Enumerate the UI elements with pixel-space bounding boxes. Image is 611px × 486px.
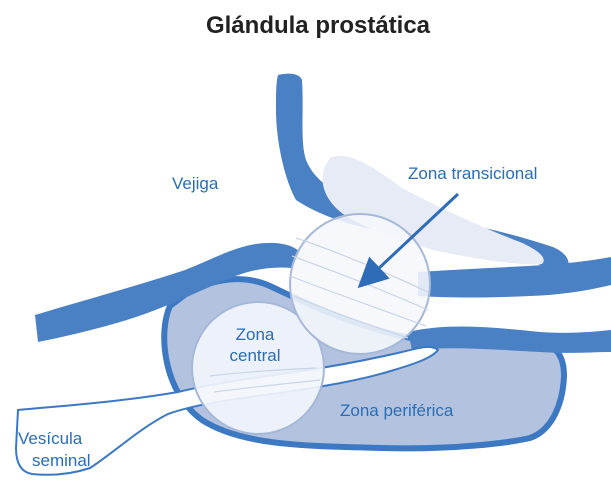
transitional-zone-label: Zona transicional bbox=[408, 164, 537, 183]
peripheral-zone-label: Zona periférica bbox=[340, 401, 454, 420]
bladder-label: Vejiga bbox=[172, 174, 219, 193]
seminal-vesicle-label-line2: seminal bbox=[32, 451, 91, 470]
central-zone-label-line1: Zona bbox=[236, 325, 275, 344]
diagram-title: Glándula prostática bbox=[206, 12, 431, 39]
central-zone-label-line2: central bbox=[229, 346, 280, 365]
seminal-vesicle-label-line1: Vesícula bbox=[18, 429, 83, 448]
